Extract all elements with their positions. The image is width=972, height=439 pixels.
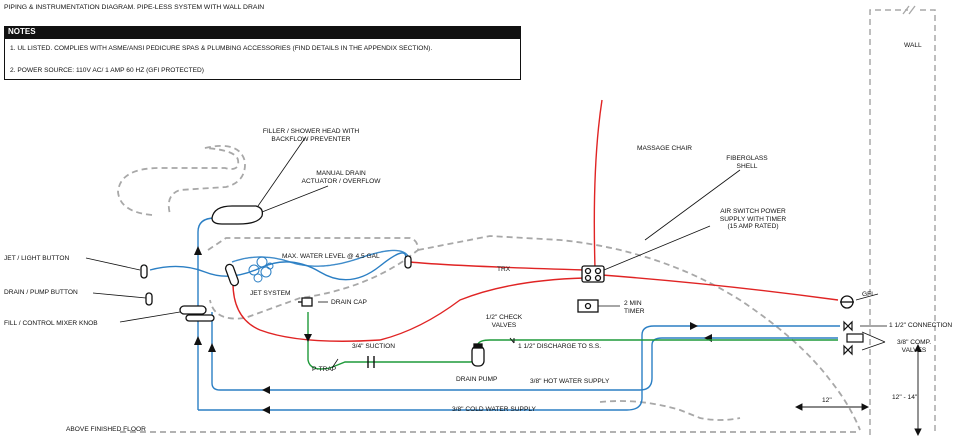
note-1: 1. UL LISTED. COMPLIES WITH ASME/ANSI PE… bbox=[10, 45, 433, 52]
overflow-drain-icon bbox=[404, 255, 412, 269]
dimension-12-14 bbox=[914, 343, 922, 437]
shell-outline bbox=[117, 144, 861, 433]
label-wall: WALL bbox=[904, 42, 922, 49]
label-ptrap: P-TRAP bbox=[312, 366, 337, 373]
label-filler: FILLER / SHOWER HEAD WITH BACKFLOW PREVE… bbox=[262, 128, 360, 143]
leader-lines bbox=[85, 137, 887, 369]
drain-lines bbox=[307, 312, 838, 370]
label-gfi: GFI bbox=[862, 291, 873, 298]
notes-box bbox=[4, 38, 521, 80]
power-lines bbox=[232, 99, 839, 342]
drain-flow-arrow bbox=[304, 334, 312, 342]
label-check-valves: 1/2" CHECK VALVES bbox=[485, 314, 523, 329]
shower-head-icon bbox=[211, 205, 264, 225]
drain-cap-icon bbox=[298, 297, 313, 307]
notes-heading: NOTES bbox=[4, 26, 521, 38]
label-fiberglass: FIBERGLASS SHELL bbox=[726, 155, 768, 170]
label-drain-pump: DRAIN PUMP bbox=[456, 376, 498, 383]
gfi-icon bbox=[840, 295, 854, 309]
label-timer: 2 MIN TIMER bbox=[624, 300, 645, 315]
label-floor: ABOVE FINISHED FLOOR bbox=[66, 426, 146, 433]
check-valve-icon bbox=[509, 337, 515, 344]
note-2: 2. POWER SOURCE: 110V AC/ 1 AMP 60 HZ (G… bbox=[10, 67, 204, 74]
label-max-water: MAX. WATER LEVEL @ 4.5 GAL bbox=[282, 253, 380, 260]
drain-pump-button-icon bbox=[145, 292, 153, 306]
label-jet-system: JET SYSTEM bbox=[250, 290, 291, 297]
label-suction: 3/4" SUCTION bbox=[352, 343, 396, 350]
jet-nozzle-icon bbox=[224, 263, 240, 287]
label-manual-drain: MANUAL DRAIN ACTUATOR / OVERFLOW bbox=[301, 170, 381, 185]
label-dim-12-14: 12" - 14" bbox=[892, 394, 918, 401]
label-jet-light: JET / LIGHT BUTTON bbox=[4, 255, 70, 262]
label-drain-pump-button: DRAIN / PUMP BUTTON bbox=[4, 289, 78, 296]
label-trx: TRX bbox=[497, 266, 511, 273]
suction-fitting-icon bbox=[367, 356, 375, 368]
label-dim-12: 12" bbox=[822, 397, 832, 404]
air-switch-icon bbox=[581, 265, 605, 283]
jet-light-button-icon bbox=[140, 264, 148, 279]
wall-break-icon bbox=[902, 5, 916, 15]
mixer-knob-icon bbox=[179, 305, 215, 322]
label-fill-knob: FILL / CONTROL MIXER KNOB bbox=[4, 320, 98, 327]
label-air-switch: AIR SWITCH POWER SUPPLY WITH TIMER (15 A… bbox=[719, 208, 787, 231]
drain-pump-icon bbox=[471, 343, 485, 367]
label-massage-chair: MASSAGE CHAIR bbox=[637, 145, 692, 152]
jet-spray-icon bbox=[248, 256, 274, 283]
wall-outline bbox=[869, 9, 936, 435]
diagram-title: PIPING & INSTRUMENTATION DIAGRAM. PIPE-L… bbox=[4, 4, 265, 11]
label-cold-supply: 3/8" COLD WATER SUPPLY bbox=[452, 406, 536, 413]
timer-icon bbox=[577, 299, 599, 313]
dimension-12 bbox=[794, 403, 870, 411]
label-hot-supply: 3/8" HOT WATER SUPPLY bbox=[530, 378, 610, 385]
comp-valves-icon bbox=[843, 320, 864, 356]
label-comp-valves: 3/8" COMP. VALVES bbox=[896, 339, 932, 354]
label-discharge: 1 1/2" DISCHARGE TO S.S. bbox=[518, 343, 602, 350]
water-flow-arrows bbox=[194, 246, 712, 414]
label-connection: 1 1/2" CONNECTION bbox=[889, 322, 953, 329]
label-drain-cap: DRAIN CAP bbox=[331, 299, 367, 306]
